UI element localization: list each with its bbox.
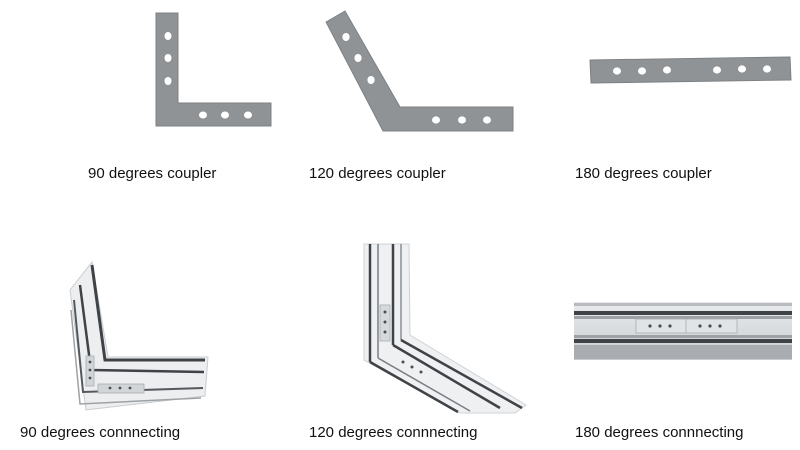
rail-groove bbox=[400, 338, 523, 410]
plate-shape bbox=[589, 56, 792, 84]
rail-groove bbox=[369, 360, 459, 414]
rail-groove bbox=[574, 311, 792, 315]
rail-coupler-insert bbox=[635, 318, 738, 334]
caption-120-connecting: 120 degrees connnecting bbox=[309, 424, 478, 441]
caption-180-connecting: 180 degrees connnecting bbox=[575, 424, 744, 441]
rail-groove bbox=[70, 309, 202, 405]
rail-groove bbox=[574, 335, 792, 338]
rail-groove bbox=[377, 357, 471, 412]
rail-groove bbox=[574, 316, 792, 319]
rail-body bbox=[69, 260, 209, 411]
insert-holes bbox=[88, 360, 132, 390]
plate-holes bbox=[164, 32, 252, 119]
caption-90-connecting: 90 degrees connnecting bbox=[20, 424, 181, 441]
connecting-90-image bbox=[69, 260, 209, 411]
rail-groove bbox=[574, 303, 792, 306]
plate-shape bbox=[155, 12, 272, 127]
plate-shape bbox=[325, 10, 514, 132]
caption-90-coupler: 90 degrees coupler bbox=[88, 165, 217, 182]
connecting-120-image bbox=[363, 243, 527, 414]
coupler-120-image bbox=[325, 10, 514, 132]
coupler-180-image bbox=[589, 56, 792, 84]
rail-groove bbox=[574, 339, 792, 343]
caption-120-coupler: 120 degrees coupler bbox=[309, 165, 446, 182]
rail-groove bbox=[90, 264, 205, 362]
coupler-90-image bbox=[155, 12, 272, 127]
rail-groove bbox=[392, 343, 501, 410]
plate-holes bbox=[342, 33, 491, 124]
insert-holes bbox=[648, 324, 722, 328]
rail-groove bbox=[574, 345, 792, 359]
plate-holes bbox=[613, 65, 771, 75]
insert-holes bbox=[383, 310, 423, 374]
connecting-180-image bbox=[574, 302, 792, 360]
rail-groove bbox=[73, 299, 204, 394]
caption-180-coupler: 180 degrees coupler bbox=[575, 165, 712, 182]
